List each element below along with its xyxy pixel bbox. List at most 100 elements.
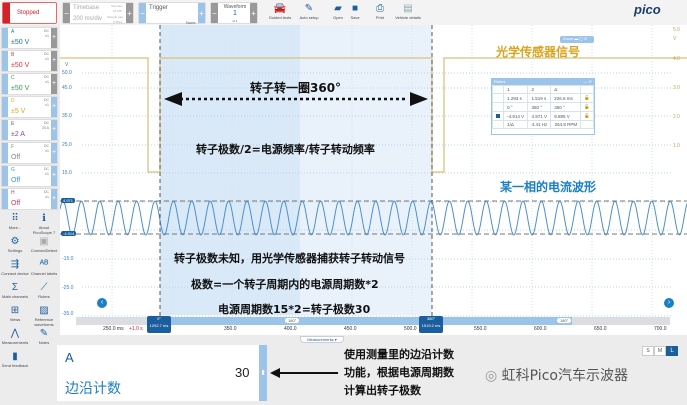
print-button[interactable]: ⎙Print: [363, 2, 397, 20]
sidebar-item-reference[interactable]: ▨Reference waveforms: [30, 305, 58, 327]
sidebar-item-gear[interactable]: ⚙Settings: [1, 236, 29, 253]
channel-increase[interactable]: +: [51, 97, 57, 117]
channel-range[interactable]: Off: [11, 200, 21, 207]
tool-label: Open: [333, 15, 343, 20]
sidebar-item-usb[interactable]: ⇶Connect device: [1, 259, 29, 276]
right-axis-unit: V: [673, 36, 677, 42]
waveform-label: Waveform: [223, 4, 247, 10]
sidebar-item-label: Channel labels: [30, 271, 58, 276]
vehicle-details-button[interactable]: ▤Vehicle details: [391, 2, 425, 20]
waveform-next[interactable]: +: [250, 3, 257, 23]
timebase-decrease[interactable]: −: [63, 3, 70, 23]
trigger-decrease[interactable]: −: [139, 3, 146, 23]
ruler-high-marker[interactable]: 4.971: [61, 198, 76, 203]
size-medium-button[interactable]: M: [654, 346, 666, 356]
channel-decrease[interactable]: [2, 120, 8, 140]
channel-range[interactable]: ±5 V: [11, 108, 26, 115]
rulers-titlebar[interactable]: Rulers— ✕: [492, 79, 594, 85]
measurements-tab[interactable]: Measurements ▾: [300, 336, 344, 343]
waveform-number: 1: [233, 10, 237, 17]
channel-range[interactable]: ±50 V: [11, 62, 30, 69]
sidebar-item-feedback[interactable]: ▮Send feedback: [1, 351, 29, 368]
channel-decrease[interactable]: [2, 51, 8, 71]
timebase-increase[interactable]: +: [126, 3, 133, 23]
size-small-button[interactable]: S: [642, 346, 654, 356]
channel-decrease[interactable]: [2, 28, 8, 48]
save-button[interactable]: ■Save: [338, 2, 372, 20]
guided-tests-button[interactable]: 🚘Guided tests: [263, 2, 297, 20]
channel-a-trace: [60, 200, 687, 236]
channel-decrease[interactable]: [2, 143, 8, 163]
measurement-card[interactable]: A 30 边沿计数: [57, 345, 259, 401]
info-icon: ℹ: [42, 213, 46, 224]
trigger-increase[interactable]: +: [198, 3, 205, 23]
sidebar-item-notes[interactable]: ✎Notes: [30, 328, 58, 345]
channel-decrease[interactable]: [2, 74, 8, 94]
cursor-1-handle[interactable]: 0°1292.7 ms: [147, 316, 171, 333]
ruler-low-marker[interactable]: -4.914: [61, 231, 77, 236]
scroll-left-button[interactable]: ‹: [97, 298, 107, 308]
channel-increase[interactable]: +: [51, 166, 57, 186]
channel-range[interactable]: Off: [11, 177, 21, 184]
watermark-text: 虹科Pico汽车示波器: [501, 368, 628, 384]
channel-range[interactable]: ±50 V: [11, 39, 30, 46]
folder-icon: ▰: [334, 3, 342, 14]
close-icon[interactable]: — ✕: [583, 79, 592, 84]
channel-decrease[interactable]: [2, 189, 8, 209]
channel-range[interactable]: ±50 V: [11, 85, 30, 92]
channel-increase[interactable]: +: [51, 74, 57, 94]
sidebar-item-views[interactable]: ⊞Views: [1, 305, 29, 322]
run-stop-button[interactable]: Stopped: [2, 2, 57, 24]
channel-increase[interactable]: +: [51, 120, 57, 140]
sidebar-item-label: About PicoScope 7: [32, 225, 56, 235]
auto-setup-button[interactable]: ✎Auto setup: [292, 2, 326, 20]
channel-range[interactable]: Off: [11, 154, 21, 161]
sidebar-item-ruler[interactable]: ⟋Rulers: [30, 282, 58, 299]
waveform-previous[interactable]: −: [211, 3, 218, 23]
annotation-formula: 转子极数/2=电源频率/转子转动频率: [196, 143, 375, 156]
sidebar-item-connect-detect[interactable]: ▣ConnectDetect: [30, 236, 58, 253]
sidebar-item-caliper[interactable]: ⋀Measurements: [1, 328, 29, 345]
channel-coupling: DC: [43, 98, 49, 102]
size-large-button[interactable]: L: [666, 346, 678, 356]
channel-coupling: DC: [43, 190, 49, 194]
sidebar-item-label: Reference waveforms: [34, 317, 54, 327]
open-button[interactable]: ▰Open: [321, 2, 355, 20]
channel-increase[interactable]: +: [51, 189, 57, 209]
cursor-2-handle[interactable]: 360°1519.2 ms: [419, 316, 443, 333]
lock-icon[interactable]: 🔓: [580, 102, 594, 112]
annotation-line2: 极数=一个转子周期内的电源周期数*2: [191, 278, 379, 291]
left-axis-tick: 25.0: [62, 142, 72, 148]
channel-decrease[interactable]: [2, 97, 8, 117]
lock-icon[interactable]: 🔓: [580, 111, 594, 121]
scope-plot[interactable]: [60, 25, 687, 335]
scroll-right-button[interactable]: ›: [664, 298, 674, 308]
zoom-widget[interactable]: Zoom ▬ ◻ ✕: [560, 36, 594, 43]
channel-range[interactable]: ±2 A: [11, 131, 25, 138]
channel-increase[interactable]: +: [51, 143, 57, 163]
lock-icon[interactable]: 🔓: [580, 93, 594, 103]
waveform-control[interactable]: − Waveform 1 of 1 +: [210, 2, 258, 24]
channel-increase[interactable]: +: [51, 51, 57, 71]
channel-decrease[interactable]: [2, 166, 8, 186]
annotation-optical: 光学传感器信号: [496, 45, 581, 59]
channel-increase[interactable]: +: [51, 28, 57, 48]
delete-measurement-button[interactable]: ▮: [259, 345, 267, 401]
left-axis-tick: 45.0: [62, 85, 72, 91]
timebase-control[interactable]: − Timebase 200 ms/div Samples 10 MS Samp…: [62, 2, 134, 24]
trigger-control[interactable]: − Trigger None +: [138, 2, 206, 25]
annotation-edge-note: 使用测量里的边沿计数: [344, 348, 454, 361]
sidebar-item-grid[interactable]: ⠿More...: [1, 213, 29, 230]
